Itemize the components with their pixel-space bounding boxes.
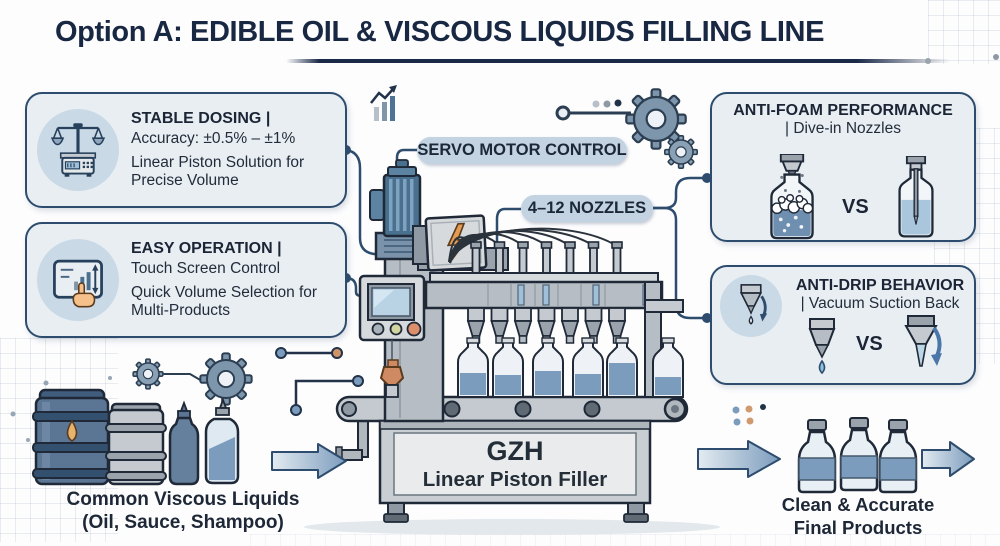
anti-drip-vs-label: VS (856, 333, 883, 355)
final-bottle-icon (797, 419, 837, 494)
squeeze-bottle-icon (168, 400, 200, 486)
circuit-line-decoration (555, 99, 631, 121)
oil-drop-icon (66, 419, 78, 442)
filling-tubes (448, 227, 618, 264)
input-caption-subtitle: (Oil, Sauce, Shampoo) (82, 512, 284, 534)
callout-stable-dosing: STABLE DOSING | Accuracy: ±0.5% – ±1% Li… (25, 92, 347, 208)
machine-type: Linear Piston Filler (422, 468, 608, 492)
label-servo-motor-control: SERVO MOTOR CONTROL (417, 137, 627, 164)
machine-base (378, 419, 652, 523)
flow-arrow (921, 441, 975, 477)
output-products (797, 417, 918, 494)
input-products (32, 388, 240, 486)
control-panel (358, 274, 426, 398)
shampoo-bottle-icon (204, 397, 240, 485)
scale-icon (37, 109, 119, 191)
node-link-decoration (275, 347, 364, 416)
anti-foam-heading: ANTI-FOAM PERFORMANCE (733, 102, 953, 119)
steel-drum-icon (105, 402, 167, 486)
final-bottle-icon (839, 417, 879, 492)
easy-operation-sub: Touch Screen Control (131, 259, 281, 277)
label-nozzle-count: 4–12 NOZZLES (521, 195, 653, 222)
grid-decoration (250, 534, 1000, 546)
flow-arrow (271, 443, 347, 479)
machine-nameplate: GZH Linear Piston Filler (395, 437, 635, 492)
panel-button (389, 322, 403, 336)
callout-anti-drip: ANTI-DRIP BEHAVIOR | Vacuum Suction Back… (710, 265, 976, 385)
machine-name: GZH (486, 436, 544, 466)
flow-arrow (697, 440, 781, 478)
title-underline (286, 59, 950, 63)
gear-icon (132, 88, 698, 406)
panel-button (406, 321, 422, 337)
flow-arrows (271, 440, 975, 479)
final-bottle-icon (878, 419, 918, 494)
page-title: Option A: EDIBLE OIL & VISCOUS LIQUIDS F… (55, 16, 825, 48)
grid-decoration (928, 0, 1000, 64)
output-caption-title: Clean & Accurate (781, 494, 935, 515)
anti-drip-heading: ANTI-DRIP BEHAVIOR (795, 277, 965, 294)
foaming-bottle-icon (756, 153, 828, 245)
machine-shadow (304, 519, 720, 535)
easy-operation-body: Quick Volume Selection for Multi-Product… (131, 284, 318, 319)
stable-dosing-body: Linear Piston Solution for Precise Volum… (131, 154, 305, 189)
conveyor-bottles (457, 337, 684, 398)
input-caption-title: Common Viscous Liquids (66, 489, 300, 510)
callout-anti-foam: ANTI-FOAM PERFORMANCE | Dive-in Nozzles (710, 92, 976, 242)
output-caption: Clean & Accurate Final Products (762, 494, 954, 539)
output-caption-subtitle: Final Products (793, 516, 923, 538)
anti-foam-vs-label: VS (842, 196, 869, 218)
easy-operation-heading: EASY OPERATION | (131, 240, 282, 258)
touchscreen-icon (37, 239, 119, 321)
dive-in-nozzle-bottle-icon (884, 155, 948, 245)
dripping-nozzle-icon (802, 317, 842, 382)
stable-dosing-heading: STABLE DOSING | (131, 110, 271, 128)
input-caption: Common Viscous Liquids (Oil, Sauce, Sham… (18, 488, 348, 534)
callout-easy-operation: EASY OPERATION | Touch Screen Control Qu… (25, 222, 347, 338)
anti-drip-sub: | Vacuum Suction Back (800, 295, 960, 313)
bar-chart-icon (370, 85, 397, 121)
stable-dosing-accuracy: Accuracy: ±0.5% – ±1% (131, 129, 296, 147)
oil-barrel-icon (32, 388, 112, 486)
panel-button (371, 322, 385, 336)
anti-foam-sub: | Dive-in Nozzles (784, 120, 901, 138)
filling-head-beam (424, 272, 684, 398)
valve (379, 366, 405, 386)
nozzle-drop-icon (720, 275, 782, 337)
suction-back-nozzle-icon (898, 314, 946, 381)
filling-nozzles (466, 307, 627, 344)
